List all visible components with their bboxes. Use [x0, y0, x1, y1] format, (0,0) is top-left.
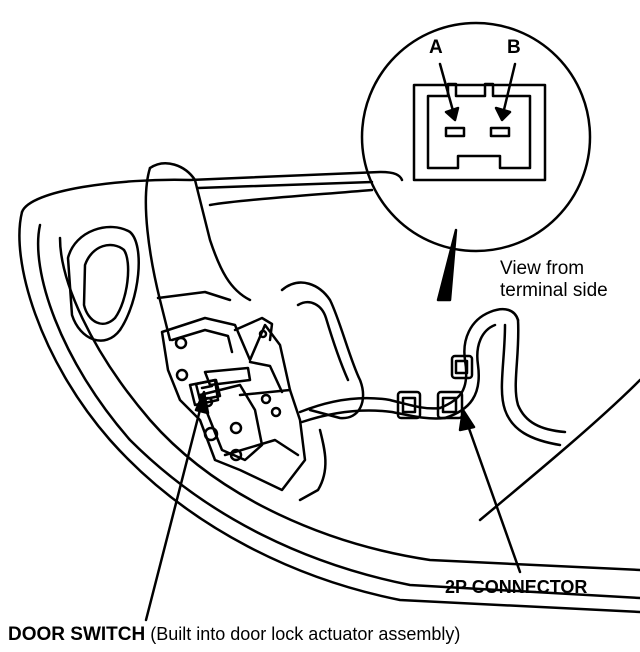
leader-b [500, 62, 517, 120]
view-note: View from terminal side [500, 258, 608, 302]
2p-connector [396, 354, 474, 420]
handle-recess [66, 225, 140, 342]
leader-2p-connector [458, 408, 522, 574]
terminal-b [489, 126, 511, 138]
connector-magnified-view [360, 21, 592, 253]
door-switch-name: DOOR SWITCH [8, 624, 146, 645]
connector-label: 2P CONNECTOR [445, 577, 588, 597]
zoom-pointer [436, 228, 458, 302]
door-panel [18, 170, 640, 614]
view-note-line2: terminal side [500, 280, 608, 301]
view-note-line1: View from [500, 258, 585, 279]
terminal-a [444, 126, 466, 138]
door-switch-label: DOOR SWITCH (Built into door lock actuat… [8, 624, 460, 646]
wire-harness [298, 308, 567, 502]
leader-door-switch [144, 390, 210, 622]
pin-a-label: A [429, 37, 443, 58]
door-switch [194, 378, 222, 402]
door-lock-actuator [160, 316, 307, 492]
door-switch-note: (Built into door lock actuator assembly) [150, 624, 461, 644]
latch-bracket [144, 162, 252, 342]
pin-b-label: B [507, 37, 521, 58]
